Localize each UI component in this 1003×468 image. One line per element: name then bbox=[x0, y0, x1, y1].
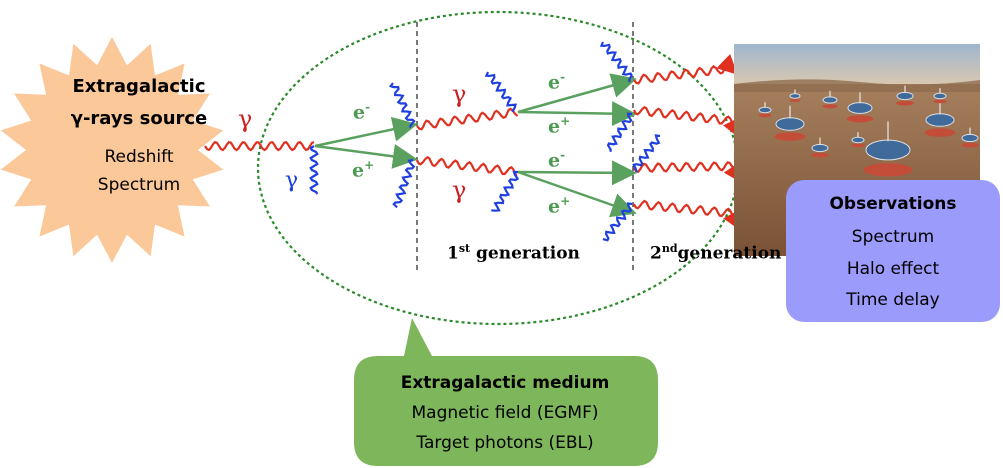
electron-arrow-2 bbox=[517, 73, 637, 114]
target-photon-wave-8 bbox=[632, 134, 661, 173]
telescope-2 bbox=[822, 90, 838, 109]
target-photon-wave-3 bbox=[392, 158, 416, 209]
positron-arrow-1 bbox=[314, 143, 418, 169]
outgoing-photon-wave-3 bbox=[633, 160, 743, 183]
telescope-6 bbox=[896, 85, 914, 106]
medium-region-ellipse bbox=[256, 10, 740, 326]
source-spectrum: Spectrum bbox=[97, 175, 181, 195]
telescope-7 bbox=[961, 127, 979, 148]
target-photon-wave-6 bbox=[599, 41, 633, 83]
source-redshift: Redshift bbox=[104, 147, 174, 167]
target-photon-wave-7 bbox=[606, 112, 633, 152]
observations-box: Observations Spectrum Halo effect Time d… bbox=[786, 180, 1000, 322]
electron-label-1: e- bbox=[353, 100, 371, 124]
upscattered-photon-wave-2 bbox=[416, 155, 518, 177]
positron-label-2: e+ bbox=[548, 114, 571, 138]
medium-title: Extragalactic medium bbox=[400, 373, 610, 393]
second-generation-label: 2ndgeneration bbox=[650, 242, 782, 264]
primary-gamma-label: γ bbox=[238, 105, 253, 133]
upscattered-photon-wave-1 bbox=[416, 107, 519, 131]
secondary-gamma-label-bottom: γ bbox=[452, 176, 467, 204]
medium-callout-text: Extragalactic medium Magnetic field (EGM… bbox=[354, 356, 656, 466]
target-photon-wave-1 bbox=[309, 145, 319, 195]
telescope-1 bbox=[774, 105, 806, 141]
telescope-5 bbox=[924, 101, 956, 137]
telescope-12 bbox=[789, 89, 801, 102]
observations-halo-effect: Halo effect bbox=[846, 259, 940, 279]
outgoing-photon-wave-2 bbox=[633, 105, 743, 138]
target-photon-wave-9 bbox=[602, 202, 633, 242]
telescope-4 bbox=[863, 121, 913, 177]
target-photon-wave-5 bbox=[491, 170, 520, 212]
observations-time-delay: Time delay bbox=[846, 290, 940, 310]
source-starburst bbox=[0, 37, 224, 263]
photon-waves bbox=[204, 41, 743, 242]
electron-label-3: e- bbox=[548, 148, 566, 172]
positron-arrow-2 bbox=[517, 101, 637, 127]
telescope-9 bbox=[811, 137, 829, 158]
telescope-8 bbox=[758, 102, 772, 118]
telescope-11 bbox=[933, 88, 947, 104]
secondary-gamma-label-top: γ bbox=[452, 80, 467, 108]
electron-arrow-3 bbox=[517, 160, 637, 186]
telescope-10 bbox=[851, 132, 865, 148]
target-photon-wave-4 bbox=[484, 71, 517, 113]
target-gamma-label: γ bbox=[285, 168, 299, 193]
medium-magnetic-field: Magnetic field (EGMF) bbox=[411, 403, 599, 423]
first-generation-label: 1st generation bbox=[447, 242, 580, 264]
source-title-line1: Extragalactic bbox=[72, 76, 206, 97]
target-photon-wave-2 bbox=[388, 82, 416, 128]
outgoing-photon-wave-1 bbox=[633, 53, 738, 85]
observations-title: Observations bbox=[829, 194, 957, 214]
positron-arrow-3 bbox=[517, 170, 637, 218]
primary-photon-wave bbox=[204, 140, 315, 152]
positron-label-1: e+ bbox=[352, 158, 375, 182]
medium-target-photons: Target photons (EBL) bbox=[416, 433, 594, 453]
telescope-3 bbox=[846, 92, 874, 123]
medium-callout-bubble bbox=[354, 318, 658, 466]
observations-spectrum: Spectrum bbox=[851, 227, 935, 247]
outgoing-photon-wave-4 bbox=[633, 199, 743, 230]
positron-label-3: e+ bbox=[548, 194, 571, 218]
electron-label-2: e- bbox=[548, 70, 566, 94]
source-title-line2: γ-rays source bbox=[70, 108, 208, 129]
electron-arrow-1 bbox=[314, 116, 418, 148]
